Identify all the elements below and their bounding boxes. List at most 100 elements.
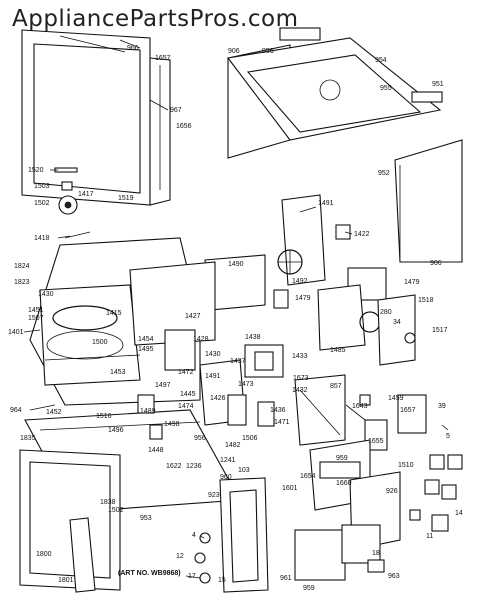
part-label: 952	[378, 170, 390, 177]
part-label: 953	[140, 515, 152, 522]
part-label: 951	[432, 81, 444, 88]
door-trim	[194, 477, 269, 593]
part-label: 1510	[398, 462, 414, 469]
part-label: 1437	[230, 358, 246, 365]
part-label: 1503	[34, 183, 50, 190]
part-label: 1516	[96, 413, 112, 420]
part-label: 1448	[148, 447, 164, 454]
part-label: 1823	[14, 279, 30, 286]
part-label: 103	[238, 467, 250, 474]
part-label: 955	[380, 85, 392, 92]
part-label: 1657	[155, 55, 171, 62]
part-label: 1492	[292, 278, 308, 285]
part-label: 1495	[138, 346, 154, 353]
part-label: 906	[228, 48, 240, 55]
part-label: 1835	[20, 435, 36, 442]
part-label: 964	[10, 407, 22, 414]
part-label: 963	[388, 573, 400, 580]
part-label: 1506	[242, 435, 258, 442]
part-label: 967	[170, 107, 182, 114]
part-label: 1445	[180, 391, 196, 398]
part-label: 1518	[418, 297, 434, 304]
part-label: 1519	[118, 195, 134, 202]
door-frame-assembly	[21, 29, 171, 206]
part-label: 1427	[185, 313, 201, 320]
part-label: 1660	[336, 480, 352, 487]
part-label: 961	[280, 575, 292, 582]
part-label: 1428	[193, 336, 209, 343]
part-label: 1474	[178, 403, 194, 410]
part-label: 926	[386, 488, 398, 495]
part-label: 959	[303, 585, 315, 592]
part-label: 18	[372, 550, 380, 557]
part-label: 1430	[205, 351, 221, 358]
transformer-assembly	[199, 344, 346, 446]
part-label: 1489	[140, 408, 156, 415]
part-label: 1656	[176, 123, 192, 130]
part-label: 1453	[110, 369, 126, 376]
fan-motor-assembly	[204, 194, 351, 311]
part-label: 4	[192, 532, 196, 539]
part-label: 1485	[330, 347, 346, 354]
part-label: 1824	[14, 263, 30, 270]
watermark-text: AppliancePartsPros.com	[12, 6, 298, 32]
part-label: 1500	[92, 339, 108, 346]
part-label: 1454	[138, 336, 154, 343]
part-label: 5	[446, 433, 450, 440]
part-label: 15	[218, 577, 226, 584]
part-label: 39	[438, 403, 446, 410]
part-label: 923	[208, 492, 220, 499]
part-label: 1491	[205, 373, 221, 380]
part-label: 1471	[274, 419, 290, 426]
part-label: 1436	[270, 407, 286, 414]
part-label: 1479	[295, 295, 311, 302]
part-label: 1473	[238, 381, 254, 388]
leader-lines	[23, 39, 449, 579]
part-label: 966	[127, 45, 139, 52]
door-panel	[19, 449, 121, 593]
part-labels: 966 1657 967 1656 1519 1520 1503 1417 15…	[8, 45, 463, 592]
art-number: (ART NO. WB9868)	[118, 570, 181, 577]
part-label: 1801	[58, 577, 74, 584]
part-label: 14	[455, 510, 463, 517]
part-label: 1655	[368, 438, 384, 445]
part-label: 1415	[106, 310, 122, 317]
part-label: 1517	[432, 327, 448, 334]
part-label: 1498	[164, 421, 180, 428]
part-label: 1430	[38, 291, 54, 298]
part-label: 956	[194, 435, 206, 442]
part-label: 1520	[28, 167, 44, 174]
part-label: 1502	[108, 507, 124, 514]
part-label: 1451	[28, 307, 44, 314]
part-label: 956	[262, 48, 274, 55]
part-label: 1497	[155, 382, 171, 389]
part-label: 1490	[228, 261, 244, 268]
part-label: 12	[176, 553, 184, 560]
blower-housing	[317, 267, 416, 366]
part-label: 1418	[34, 235, 50, 242]
part-label: 1433	[292, 353, 308, 360]
control-panel	[294, 394, 427, 581]
part-label: 1479	[404, 279, 420, 286]
part-label: 1502	[34, 200, 50, 207]
oven-cavity	[29, 237, 216, 406]
part-label: 857	[330, 383, 342, 390]
part-label: 954	[375, 57, 387, 64]
part-label: 1401	[8, 329, 24, 336]
part-label: 1459	[388, 395, 404, 402]
switches-and-buttons	[359, 394, 463, 573]
part-label: 1236	[186, 463, 202, 470]
part-label: 1452	[46, 409, 62, 416]
part-label: 1601	[282, 485, 298, 492]
part-label: 280	[380, 309, 392, 316]
part-label: 1241	[220, 457, 236, 464]
part-label: 906	[430, 260, 442, 267]
part-label: 34	[393, 319, 401, 326]
part-label: 1800	[36, 551, 52, 558]
part-label: 1432	[292, 387, 308, 394]
part-label: 1507	[28, 315, 44, 322]
part-label: 1643	[352, 403, 368, 410]
latch-parts	[54, 167, 91, 239]
part-label: 959	[336, 455, 348, 462]
part-label: 11	[426, 533, 433, 540]
